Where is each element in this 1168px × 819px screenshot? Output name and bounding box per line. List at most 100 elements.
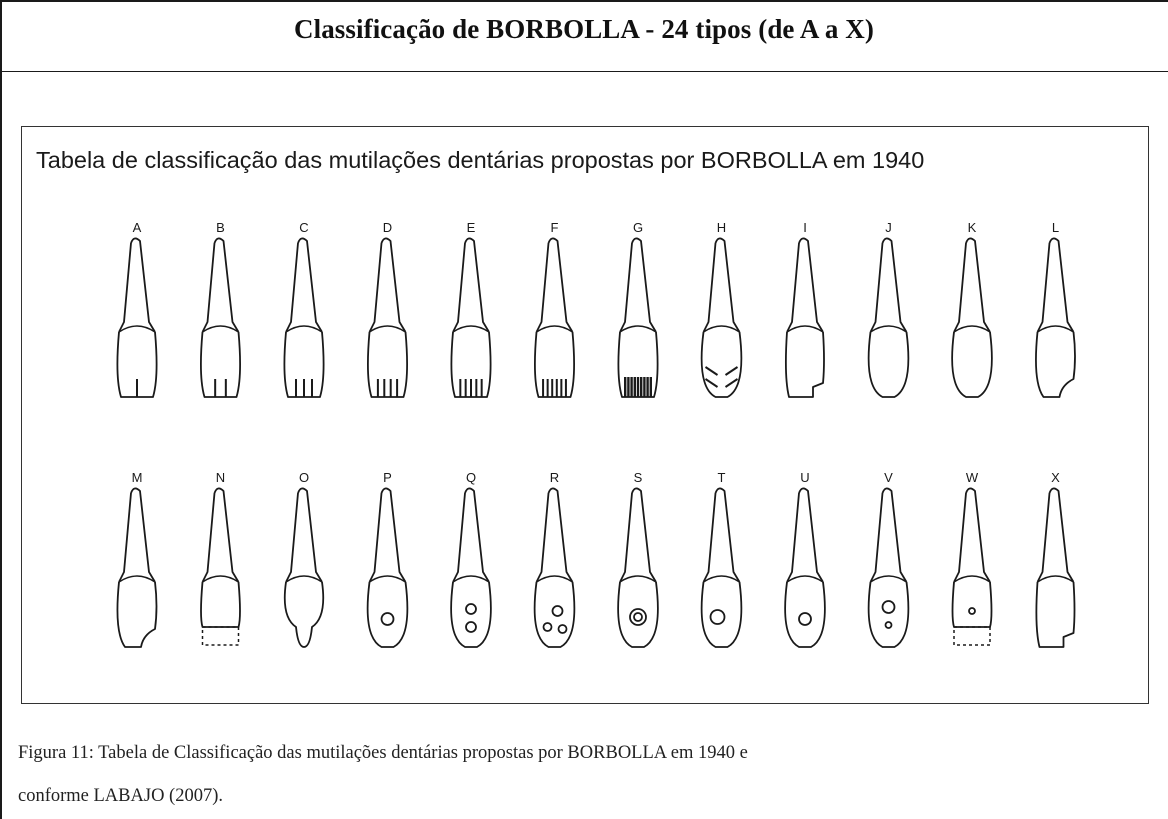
tooth-W-label: W (966, 470, 979, 485)
tooth-X-crown (1035, 581, 1076, 648)
tooth-E-root (452, 237, 490, 333)
tooth-D-root (368, 237, 407, 333)
tooth-K-label: K (968, 220, 977, 235)
tooth-C-cervical-line (285, 325, 323, 333)
figure-caption: Figura 11: Tabela de Classificação das m… (18, 732, 1158, 818)
tooth-H-cervical-line (703, 325, 740, 333)
tooth-F: F (534, 220, 575, 398)
page-title: Classificação de BORBOLLA - 24 tipos (de… (294, 14, 874, 44)
tooth-I-crown (784, 331, 825, 398)
tooth-B-root (201, 237, 240, 333)
tooth-G: G (617, 220, 659, 398)
tooth-H-side-cut (724, 378, 739, 388)
tooth-P-crown (366, 581, 409, 648)
tooth-I-label: I (803, 220, 807, 235)
caption-line-1: Figura 11: Tabela de Classificação das m… (18, 743, 748, 763)
tooth-K-cervical-line (953, 325, 991, 333)
tooth-K-crown (951, 331, 993, 398)
tooth-L: L (1035, 220, 1076, 398)
tooth-O-cervical-line (285, 575, 323, 583)
tooth-J-root (869, 237, 908, 333)
tooth-K-root (953, 237, 991, 333)
tooth-A-root (118, 237, 156, 333)
tooth-W-crown (951, 581, 993, 628)
tooth-S-inlay (629, 608, 647, 626)
tooth-A: A (116, 220, 158, 398)
tooth-B-cervical-line (202, 325, 239, 333)
tooth-U-inlay (798, 612, 812, 626)
tooth-O-label: O (299, 470, 309, 485)
tooth-Q-root (452, 487, 490, 583)
tooth-N-missing-edge (201, 626, 240, 646)
tooth-H-label: H (717, 220, 726, 235)
tooth-R-inlay (551, 605, 564, 617)
tooth-U: U (784, 470, 826, 648)
tooth-H-root (702, 237, 741, 333)
tooth-L-crown (1035, 331, 1076, 398)
figure-title: Tabela de classificação das mutilações d… (36, 147, 925, 173)
tooth-H: H (700, 220, 743, 398)
tooth-D-crown (367, 331, 408, 398)
tooth-S-cervical-line (619, 575, 657, 583)
tooth-C-root (285, 237, 323, 333)
tooth-G-cervical-line (619, 325, 657, 333)
tooth-Q-crown (450, 581, 492, 648)
tooth-V-root (869, 487, 908, 583)
tooth-Q-label: Q (466, 470, 476, 485)
tooth-R-crown (533, 581, 576, 648)
tooth-Q: Q (450, 470, 492, 648)
tooth-B: B (200, 220, 241, 398)
tooth-R: R (533, 470, 576, 648)
tooth-U-root (786, 487, 824, 583)
tooth-W-inlay (968, 607, 976, 615)
tooth-D: D (367, 220, 408, 398)
tooth-U-crown (784, 581, 826, 648)
tooth-E-label: E (467, 220, 476, 235)
tooth-B-label: B (216, 220, 225, 235)
tooth-R-label: R (550, 470, 559, 485)
tooth-S-crown (617, 581, 659, 648)
tooth-O-root (285, 487, 323, 583)
tooth-P-root (368, 487, 407, 583)
tooth-E-cervical-line (452, 325, 490, 333)
tooth-T-label: T (718, 470, 726, 485)
tooth-P-cervical-line (369, 575, 406, 583)
tooth-A-cervical-line (118, 325, 156, 333)
header-row: Classificação de BORBOLLA - 24 tipos (de… (0, 0, 1168, 72)
tooth-L-cervical-line (1037, 325, 1074, 333)
tooth-V: V (867, 470, 910, 648)
tooth-W-cervical-line (953, 575, 991, 583)
tooth-S-label: S (634, 470, 643, 485)
tooth-W: W (951, 470, 993, 646)
tooth-M: M (116, 470, 158, 648)
tooth-F-cervical-line (536, 325, 573, 333)
tooth-T: T (700, 470, 743, 648)
tooth-X: X (1035, 470, 1076, 648)
tooth-K: K (951, 220, 993, 398)
tooth-X-cervical-line (1037, 575, 1074, 583)
tooth-G-root (619, 237, 657, 333)
tooth-M-root (118, 487, 156, 583)
tooth-M-cervical-line (118, 575, 156, 583)
tooth-X-label: X (1051, 470, 1060, 485)
tooth-V-label: V (884, 470, 893, 485)
tooth-M-label: M (132, 470, 143, 485)
tooth-V-cervical-line (870, 575, 907, 583)
tooth-T-inlay (709, 609, 726, 625)
tooth-H-crown (700, 331, 743, 398)
tooth-Q-inlay (465, 621, 477, 633)
tooth-W-missing-edge (953, 626, 991, 646)
tooth-R-inlay (542, 622, 553, 632)
tooth-L-root (1036, 237, 1075, 333)
tooth-T-root (702, 487, 741, 583)
tooth-I: I (784, 220, 825, 398)
tooth-T-cervical-line (703, 575, 740, 583)
tooth-Q-cervical-line (452, 575, 490, 583)
tooth-U-label: U (800, 470, 809, 485)
tooth-T-crown (700, 581, 743, 648)
tooth-V-inlay (881, 600, 896, 614)
tooth-W-root (953, 487, 991, 583)
